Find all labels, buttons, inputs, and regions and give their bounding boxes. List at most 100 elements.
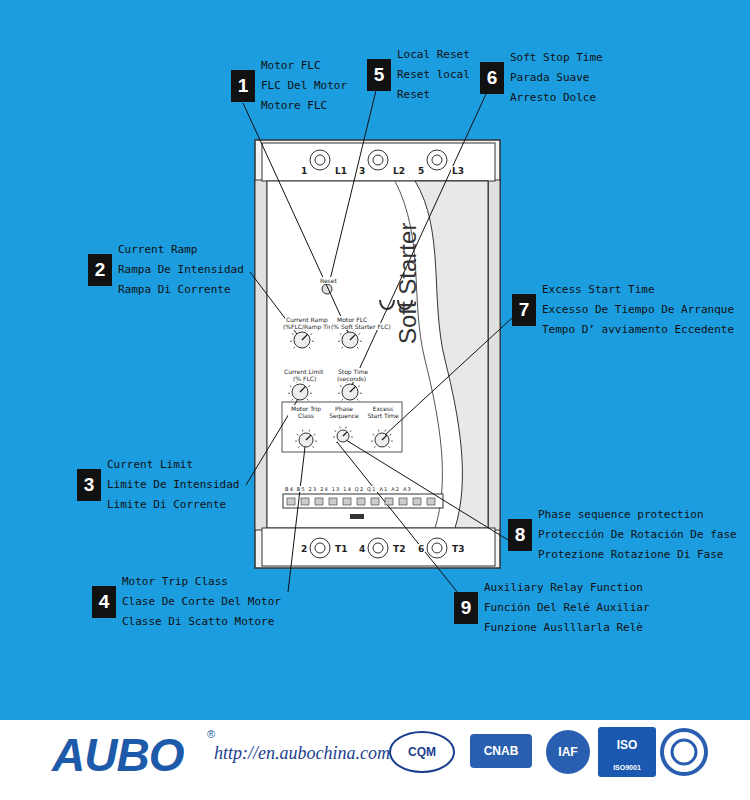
callout-text: Motor Trip Class — [122, 572, 281, 592]
callout-text: FLC Del Motor — [261, 76, 347, 96]
terminal-label: 4 — [358, 544, 366, 554]
dial-label: Motor Trip Class — [288, 405, 324, 419]
callout-text-column: Auxiliary Relay FunctionFunción Del Relé… — [484, 578, 650, 638]
dial-tick — [378, 430, 380, 432]
dial-pointer — [350, 386, 356, 392]
terminal-screw — [385, 498, 393, 505]
product-name: Soft Starter — [394, 223, 422, 344]
callout-text: Current Ramp — [118, 240, 244, 260]
dial-tick — [294, 347, 295, 348]
dial-tick — [340, 334, 342, 335]
dial-pointer — [382, 435, 387, 440]
callout-text-column: Soft Stop TimeParada SuaveArresto Dolce — [510, 48, 603, 108]
cert-logo-text: IAF — [558, 745, 577, 759]
callout: 7Excess Start TimeExcesso De Tiempo De A… — [512, 280, 734, 340]
callout-text: Excesso De Tiempo De Arranque — [542, 300, 734, 320]
callout-text-column: Current RampRampa De IntensidadRampa Di … — [118, 240, 244, 300]
dial-tick — [373, 434, 375, 435]
dial-tick — [351, 436, 353, 437]
brand-logo: AUBO — [52, 728, 183, 782]
callout: 2Current RampRampa De IntensidadRampa Di… — [88, 240, 244, 300]
registered-mark: ® — [207, 728, 215, 740]
dial-tick — [340, 386, 342, 387]
callout: 6Soft Stop TimeParada SuaveArresto Dolce — [480, 48, 603, 108]
callout-text: Tempo D’ avviamento Eccedente — [542, 320, 734, 340]
callout: 4Motor Trip ClassClase De Corte Del Moto… — [92, 572, 281, 632]
dial-tick — [357, 399, 358, 400]
terminal-label: T2 — [392, 544, 406, 554]
dial-tick — [288, 393, 290, 394]
terminal-screw — [357, 498, 365, 505]
callout-text-column: Local ResetReset localReset — [397, 45, 470, 105]
terminal-screw — [315, 498, 323, 505]
callout-text: Reset local — [397, 65, 470, 85]
callout-text: Local Reset — [397, 45, 470, 65]
terminal-label: 1 — [300, 166, 308, 176]
callout-number: 8 — [508, 519, 532, 551]
dial-tick — [310, 334, 312, 335]
dial-label: Stop Time — [337, 368, 369, 375]
cert-logo-text: ISO — [617, 738, 638, 752]
dial-tick — [374, 446, 375, 447]
dial-label: (% FLC) — [292, 375, 317, 382]
dial-tick — [350, 431, 352, 432]
dial-pointer — [302, 334, 308, 340]
dial-label: Motor FLC — [336, 316, 368, 323]
dials — [292, 332, 389, 447]
callout-text-column: Phase sequence protectionProtección De R… — [538, 505, 737, 565]
terminal-screw — [399, 498, 407, 505]
dial-tick — [310, 393, 312, 394]
callout: 5Local ResetReset localReset — [367, 45, 470, 105]
callout: 1Motor FLCFLC Del MotorMotore FLC — [231, 56, 347, 116]
callout-text: Auxiliary Relay Function — [484, 578, 650, 598]
callout: 3Current LimitLimite De IntensidadLimite… — [77, 455, 239, 515]
dial-tick — [312, 341, 314, 342]
dial-tick — [335, 431, 337, 432]
callout-text: Clase De Corte Del Motor — [122, 592, 281, 612]
dial-tick — [333, 436, 335, 437]
terminal-label: L2 — [392, 166, 406, 176]
dial-tick — [298, 446, 299, 447]
terminal-screw — [413, 498, 421, 505]
panel-curve — [395, 181, 442, 528]
callout-text: Parada Suave — [510, 68, 603, 88]
top-screws — [310, 150, 447, 170]
callout-text: Excess Start Time — [542, 280, 734, 300]
dial-label: Phase Sequence — [326, 405, 362, 419]
dial-label: Current Ramp — [285, 316, 329, 323]
dial-tick — [338, 393, 340, 394]
terminal-screw — [427, 498, 435, 505]
terminal-label: 2 — [300, 544, 308, 554]
callout-text: Función Del Relé Auxiliar — [484, 598, 650, 618]
dial-tick — [315, 441, 317, 442]
dial-label: (seconds) — [336, 375, 367, 382]
dial-tick — [390, 434, 392, 435]
cert-logo-text: CQM — [408, 745, 436, 759]
dial-pointer — [306, 435, 311, 440]
dial-tick — [360, 393, 362, 394]
bottom-terminal-block — [262, 528, 495, 566]
dial-label: Excess Start Time — [365, 405, 401, 419]
terminal-strip-label: B4 B5 23 24 13 14 Q2 Q1 A1 A2 A3 — [285, 486, 412, 492]
dial-pointer — [300, 386, 306, 392]
terminal-screw — [371, 498, 379, 505]
dial-tick — [358, 334, 360, 335]
dial-tick — [384, 430, 386, 432]
dial-tick — [314, 434, 316, 435]
dial-tick — [342, 347, 343, 348]
callout-text: Soft Stop Time — [510, 48, 603, 68]
dial-tick — [357, 347, 358, 348]
dial-tick — [360, 341, 362, 342]
dial-tick — [308, 430, 310, 432]
callout-number: 3 — [77, 469, 101, 501]
dial-tick — [302, 430, 304, 432]
callout-text: Classe Di Scatto Motore — [122, 612, 281, 632]
dial-tick — [290, 341, 292, 342]
dial-tick — [358, 386, 360, 387]
certification-logos — [390, 727, 706, 777]
side-strip — [488, 180, 500, 530]
callout-text-column: Motor Trip ClassClase De Corte Del Motor… — [122, 572, 281, 632]
terminal-label: 5 — [417, 166, 425, 176]
callout-number: 9 — [454, 592, 478, 624]
